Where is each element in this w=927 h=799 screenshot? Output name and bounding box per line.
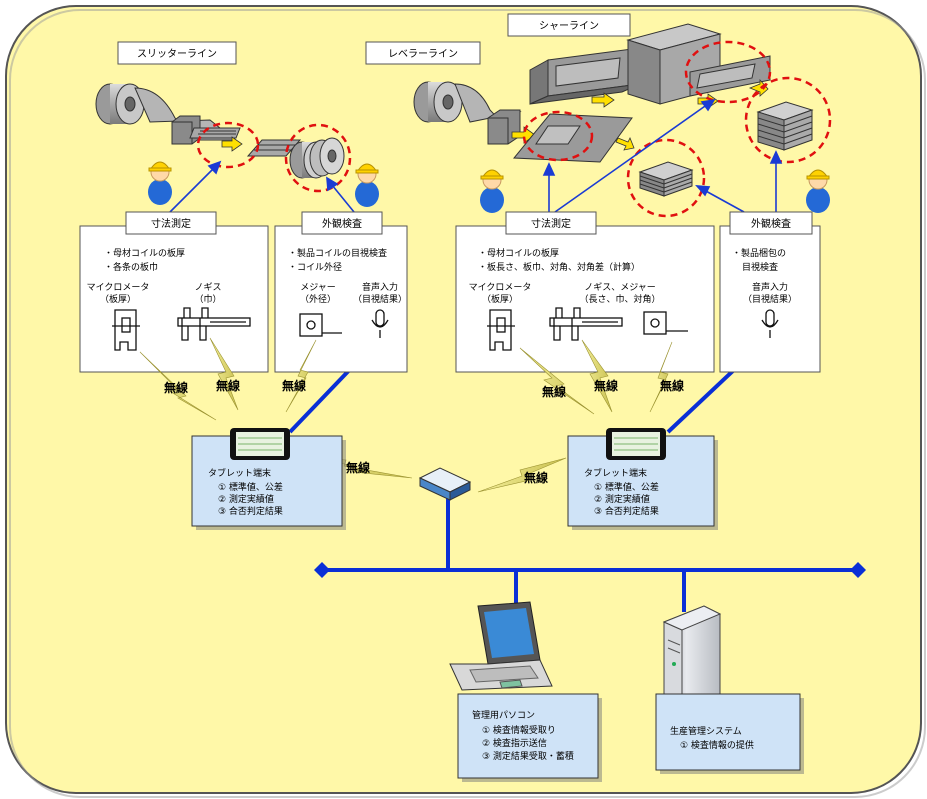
tablet-icon — [230, 428, 290, 460]
svg-text:③ 合否判定結果: ③ 合否判定結果 — [218, 505, 283, 517]
svg-text:タブレット端末: タブレット端末 — [208, 467, 271, 479]
svg-text:① 検査情報の提供: ① 検査情報の提供 — [680, 739, 754, 751]
tablet-icon — [606, 428, 666, 460]
wireless-label: 無線 — [542, 384, 566, 399]
background-panel — [5, 5, 922, 794]
svg-text:・母材コイルの板厚: ・母材コイルの板厚 — [478, 247, 559, 259]
svg-text:寸法測定: 寸法測定 — [531, 217, 571, 230]
svg-text:（目視結果）: （目視結果） — [353, 293, 407, 305]
svg-text:（外径）: （外径） — [300, 293, 336, 305]
svg-text:生産管理システム: 生産管理システム — [670, 725, 742, 737]
svg-text:音声入力: 音声入力 — [362, 281, 398, 293]
slitter-dimension-box: 寸法測定 ・母材コイルの板厚 ・各条の板巾 マイクロメータ （板厚） ノギス （… — [79, 211, 269, 373]
svg-text:外観検査: 外観検査 — [322, 217, 362, 230]
svg-text:メジャー: メジャー — [300, 283, 336, 293]
slitter-line-label: スリッターライン — [117, 41, 237, 65]
server-icon — [662, 605, 722, 717]
svg-text:② 検査指示送信: ② 検査指示送信 — [482, 737, 547, 749]
slitter-machinery — [95, 83, 352, 193]
micrometer-icon — [112, 309, 140, 351]
svg-text:③ 合否判定結果: ③ 合否判定結果 — [594, 505, 659, 517]
tablet-right-box: タブレット端末 ① 標準値、公差 ② 測定実績値 ③ 合否判定結果 — [567, 428, 718, 530]
caliper-icon — [549, 307, 623, 341]
micrometer-icon — [487, 309, 515, 351]
worker-icon — [480, 169, 504, 213]
router-icon — [418, 467, 472, 501]
svg-text:・コイル外径: ・コイル外径 — [288, 261, 342, 273]
microphone-icon — [371, 309, 389, 338]
svg-text:シャーライン: シャーライン — [539, 20, 599, 32]
svg-text:目視検査: 目視検査 — [742, 261, 778, 273]
svg-text:（目視結果）: （目視結果） — [743, 293, 797, 305]
shear-line-label: シャーライン — [507, 13, 631, 37]
microphone-icon — [761, 309, 779, 338]
wireless-label: 無線 — [594, 378, 618, 393]
svg-text:ノギス: ノギス — [194, 282, 221, 293]
svg-text:① 標準値、公差: ① 標準値、公差 — [218, 481, 283, 493]
svg-text:② 測定実績値: ② 測定実績値 — [594, 493, 650, 505]
svg-text:・母材コイルの板厚: ・母材コイルの板厚 — [104, 247, 185, 259]
svg-text:① 標準値、公差: ① 標準値、公差 — [594, 481, 659, 493]
tablet-left-box: タブレット端末 ① 標準値、公差 ② 測定実績値 ③ 合否判定結果 — [191, 428, 346, 530]
svg-text:（板厚）: （板厚） — [482, 293, 518, 305]
svg-text:① 検査情報受取り: ① 検査情報受取り — [482, 724, 556, 736]
worker-icon — [355, 163, 379, 207]
wireless-label: 無線 — [346, 460, 370, 475]
measurement-arrows — [169, 98, 783, 213]
wireless-label: 無線 — [164, 380, 188, 395]
svg-text:寸法測定: 寸法測定 — [151, 217, 191, 230]
wireless-label: 無線 — [282, 378, 306, 393]
wireless-label: 無線 — [216, 378, 240, 393]
leveler-line-label: レベラーライン — [365, 41, 481, 65]
svg-text:（巾）: （巾） — [194, 293, 221, 305]
tape-measure-icon — [643, 311, 688, 335]
shear-dimension-box: 寸法測定 ・母材コイルの板厚 ・板長さ、板巾、対角、対角差（計算） マイクロメー… — [455, 211, 715, 373]
svg-text:外観検査: 外観検査 — [751, 217, 791, 230]
svg-text:ノギス、メジャー: ノギス、メジャー — [584, 282, 656, 293]
svg-text:・板長さ、板巾、対角、対角差（計算）: ・板長さ、板巾、対角、対角差（計算） — [478, 261, 640, 273]
svg-text:音声入力: 音声入力 — [752, 281, 788, 293]
svg-text:・各条の板巾: ・各条の板巾 — [104, 261, 158, 273]
wireless-label: 無線 — [524, 470, 548, 485]
svg-text:タブレット端末: タブレット端末 — [584, 467, 647, 479]
svg-text:（長さ、巾、対角）: （長さ、巾、対角） — [579, 293, 660, 305]
svg-text:スリッターライン: スリッターライン — [137, 48, 217, 60]
worker-icon — [806, 169, 830, 213]
svg-text:管理用パソコン: 管理用パソコン — [472, 709, 535, 721]
shear-machinery — [413, 23, 832, 218]
slitter-visual-box: 外観検査 ・製品コイルの目視検査 ・コイル外径 メジャー （外径） 音声入力 （… — [274, 211, 408, 373]
svg-text:マイクロメータ: マイクロメータ — [469, 282, 532, 293]
wireless-label: 無線 — [660, 378, 684, 393]
worker-icon — [148, 161, 172, 205]
svg-text:③ 測定結果受取・蓄積: ③ 測定結果受取・蓄積 — [482, 750, 574, 762]
svg-text:（板厚）: （板厚） — [100, 293, 136, 305]
svg-text:マイクロメータ: マイクロメータ — [87, 282, 150, 293]
svg-text:・製品コイルの目視検査: ・製品コイルの目視検査 — [288, 247, 387, 259]
laptop-icon — [449, 601, 553, 691]
server-box: 生産管理システム ① 検査情報の提供 — [655, 693, 804, 774]
svg-text:② 測定実績値: ② 測定実績値 — [218, 493, 274, 505]
svg-text:レベラーライン: レベラーライン — [388, 48, 458, 60]
shear-visual-box: 外観検査 ・製品梱包の 目視検査 音声入力 （目視結果） — [719, 211, 821, 373]
caliper-icon — [177, 307, 251, 341]
svg-text:・製品梱包の: ・製品梱包の — [732, 247, 786, 259]
tape-measure-icon — [299, 313, 342, 337]
wireless-bolts — [139, 337, 673, 493]
pc-box: 管理用パソコン ① 検査情報受取り ② 検査指示送信 ③ 測定結果受取・蓄積 — [457, 693, 602, 782]
